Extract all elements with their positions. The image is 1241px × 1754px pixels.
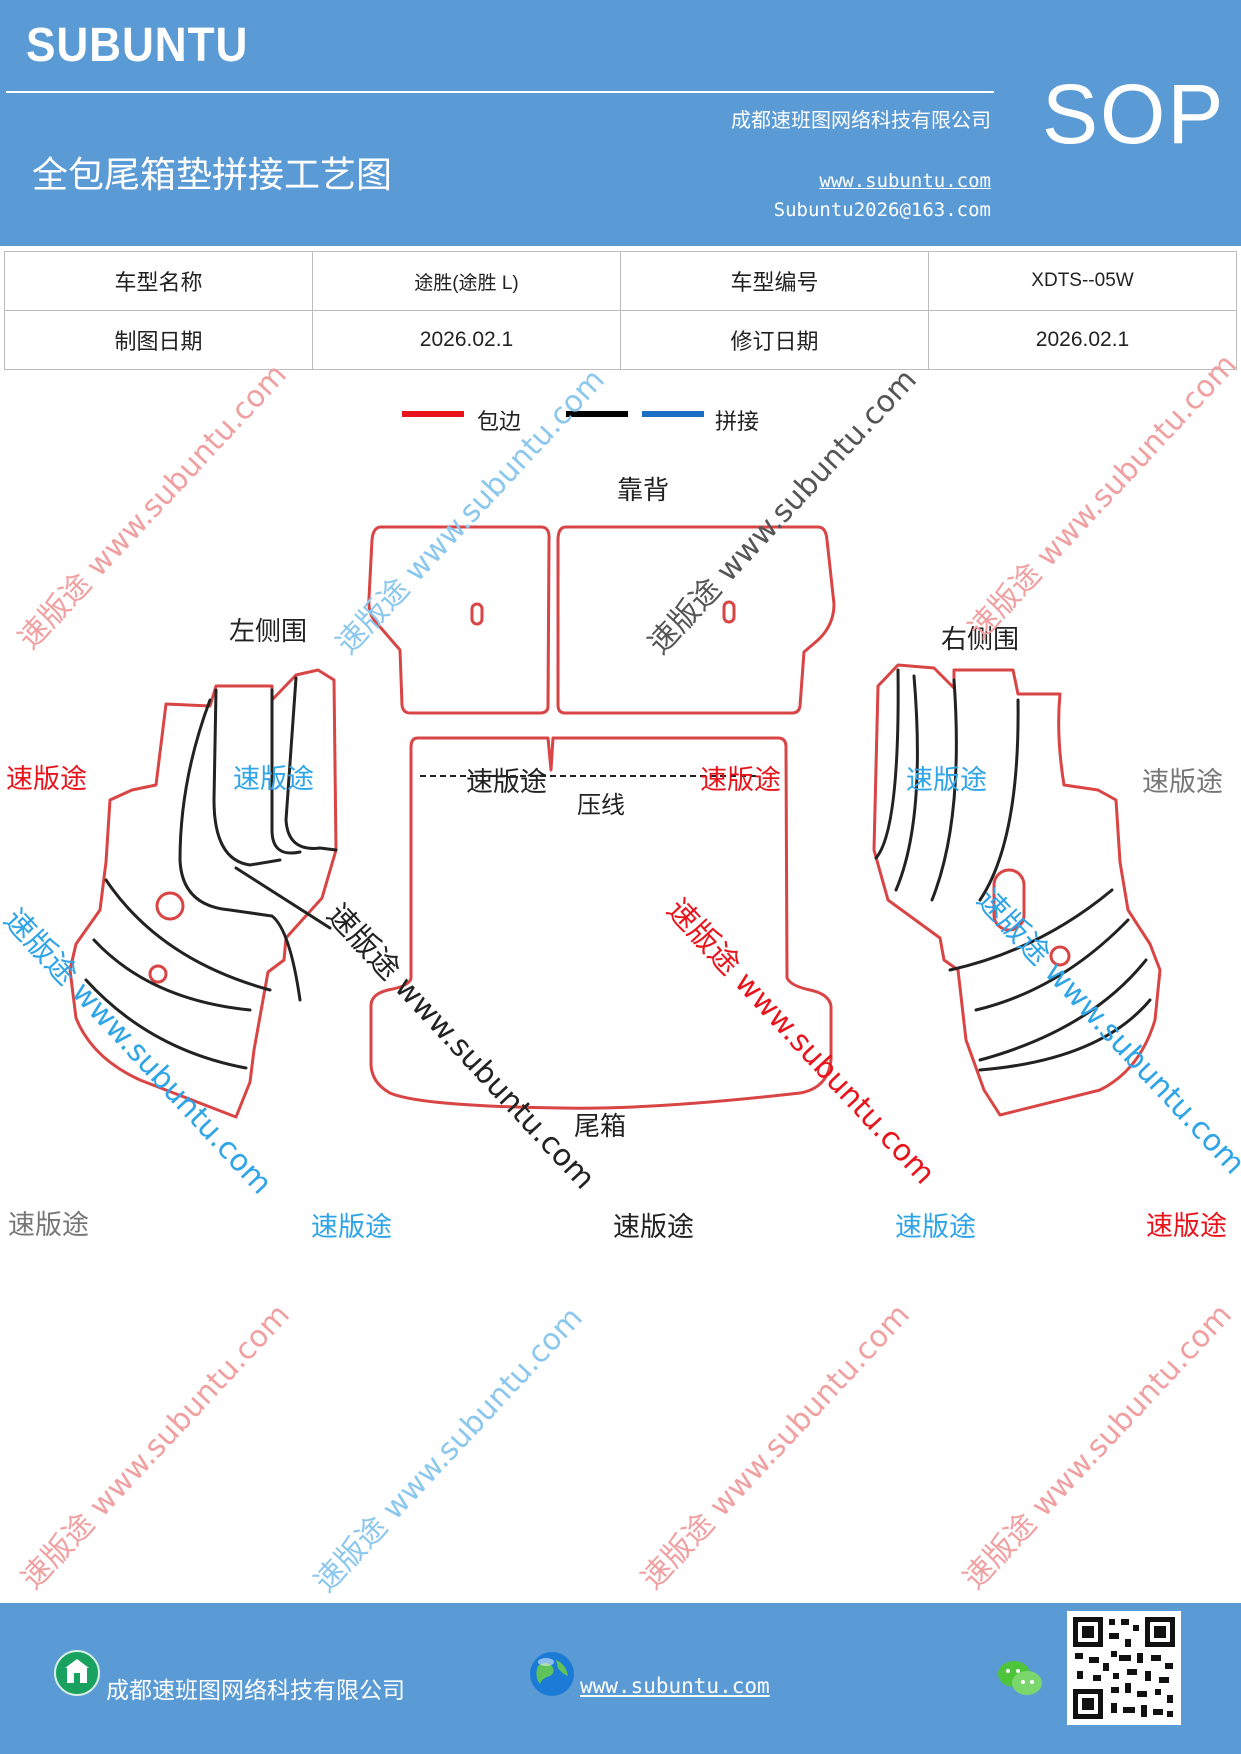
left-side-label: 左侧围 [229, 617, 308, 647]
left-seam-line [104, 878, 272, 992]
backrest-right-hole [722, 600, 736, 624]
backrest-label: 靠背 [617, 476, 670, 506]
company-name: 成都速班图网络科技有限公司 [731, 108, 991, 132]
sop-badge: SOP [1042, 67, 1226, 161]
table-row: 车型名称 途胜(途胜 L) 车型编号 XDTS--05W [4, 251, 1237, 311]
left-seam-line [92, 938, 252, 1012]
watermark-text: 速版途 [906, 765, 987, 796]
watermark-diagonal: 速版途 www.subuntu.com [307, 1300, 590, 1600]
backrest-left-panel [367, 525, 551, 715]
footer-company: 成都速班图网络科技有限公司 [106, 1678, 405, 1704]
watermark-diagonal: 速版途 www.subuntu.com [634, 1297, 917, 1597]
left-seam-line [270, 688, 302, 855]
header-banner: SUBUNTU 成都速班图网络科技有限公司 全包尾箱垫拼接工艺图 www.sub… [0, 0, 1241, 246]
footer-website-link[interactable]: www.subuntu.com [580, 1674, 770, 1698]
header-divider [6, 91, 994, 93]
wechat-icon[interactable] [996, 1657, 1044, 1699]
right-seam-line [948, 888, 1114, 972]
model-code-value: XDTS--05W [928, 251, 1237, 311]
watermark-text: 速版途 [8, 1210, 89, 1241]
email-link[interactable]: Subuntu2026@163.com [773, 199, 991, 221]
brand-logo: SUBUNTU [26, 19, 249, 72]
right-seam-line [978, 998, 1152, 1072]
backrest-left-hole [470, 602, 484, 626]
legend-seam-label: 拼接 [715, 410, 760, 435]
right-seam-line [930, 678, 958, 902]
watermark-text: 速版途 [613, 1212, 694, 1243]
draw-date-label: 制图日期 [4, 310, 313, 370]
right-panel-hole [1049, 945, 1071, 967]
model-name-value: 途胜(途胜 L) [312, 251, 621, 311]
right-seam-line [874, 668, 900, 860]
left-panel-hole [155, 891, 185, 921]
right-seam-line [978, 958, 1148, 1062]
vehicle-info-table: 车型名称 途胜(途胜 L) 车型编号 XDTS--05W 制图日期 2026.0… [4, 251, 1237, 370]
watermark-text: 速版途 [1146, 1211, 1227, 1242]
right-side-label: 右侧围 [941, 625, 1020, 655]
website-link[interactable]: www.subuntu.com [819, 170, 991, 192]
watermark-text: 速版途 [233, 764, 314, 795]
watermark-text: 速版途 [6, 764, 87, 795]
right-panel-slot [992, 868, 1026, 932]
document-title: 全包尾箱垫拼接工艺图 [32, 155, 393, 196]
model-name-label: 车型名称 [4, 251, 313, 311]
right-seam-line [894, 674, 919, 892]
revision-date-value: 2026.02.1 [928, 310, 1237, 370]
watermark-text: 速版途 [466, 767, 547, 798]
left-side-panel [68, 668, 338, 1119]
watermark-text: 速版途 [700, 765, 781, 796]
left-seam-line [284, 676, 338, 852]
left-panel-small-hole [148, 964, 168, 984]
right-side-panel [872, 663, 1162, 1117]
left-seam-line [178, 698, 302, 1002]
trunk-floor-mat [369, 736, 833, 1110]
legend-lines [402, 411, 704, 417]
left-seam-line [234, 866, 332, 930]
watermark-diagonal: 速版途 www.subuntu.com [956, 1297, 1239, 1597]
right-seam-line [978, 698, 1020, 902]
trunk-mat-diagram [68, 525, 1162, 1119]
building-icon [54, 1650, 100, 1696]
watermark-text: 速版途 [311, 1212, 392, 1243]
right-seam-line [974, 918, 1130, 1012]
left-seam-line [212, 688, 282, 867]
globe-icon [530, 1652, 574, 1696]
crease-label: 压线 [577, 791, 625, 819]
watermark-text: 速版途 [1142, 767, 1223, 798]
left-seam-line [84, 978, 248, 1070]
table-row: 制图日期 2026.02.1 修订日期 2026.02.1 [4, 310, 1237, 370]
watermark-diagonal: 速版途 www.subuntu.com [14, 1297, 297, 1597]
qr-code-icon[interactable] [1067, 1611, 1181, 1725]
footer-banner: 成都速班图网络科技有限公司 www.subuntu.com [0, 1603, 1241, 1754]
model-code-label: 车型编号 [620, 251, 929, 311]
watermark-text: 速版途 [895, 1212, 976, 1243]
draw-date-value: 2026.02.1 [312, 310, 621, 370]
backrest-right-panel [556, 525, 836, 715]
trunk-label: 尾箱 [574, 1112, 627, 1142]
legend-binding-label: 包边 [477, 410, 522, 435]
